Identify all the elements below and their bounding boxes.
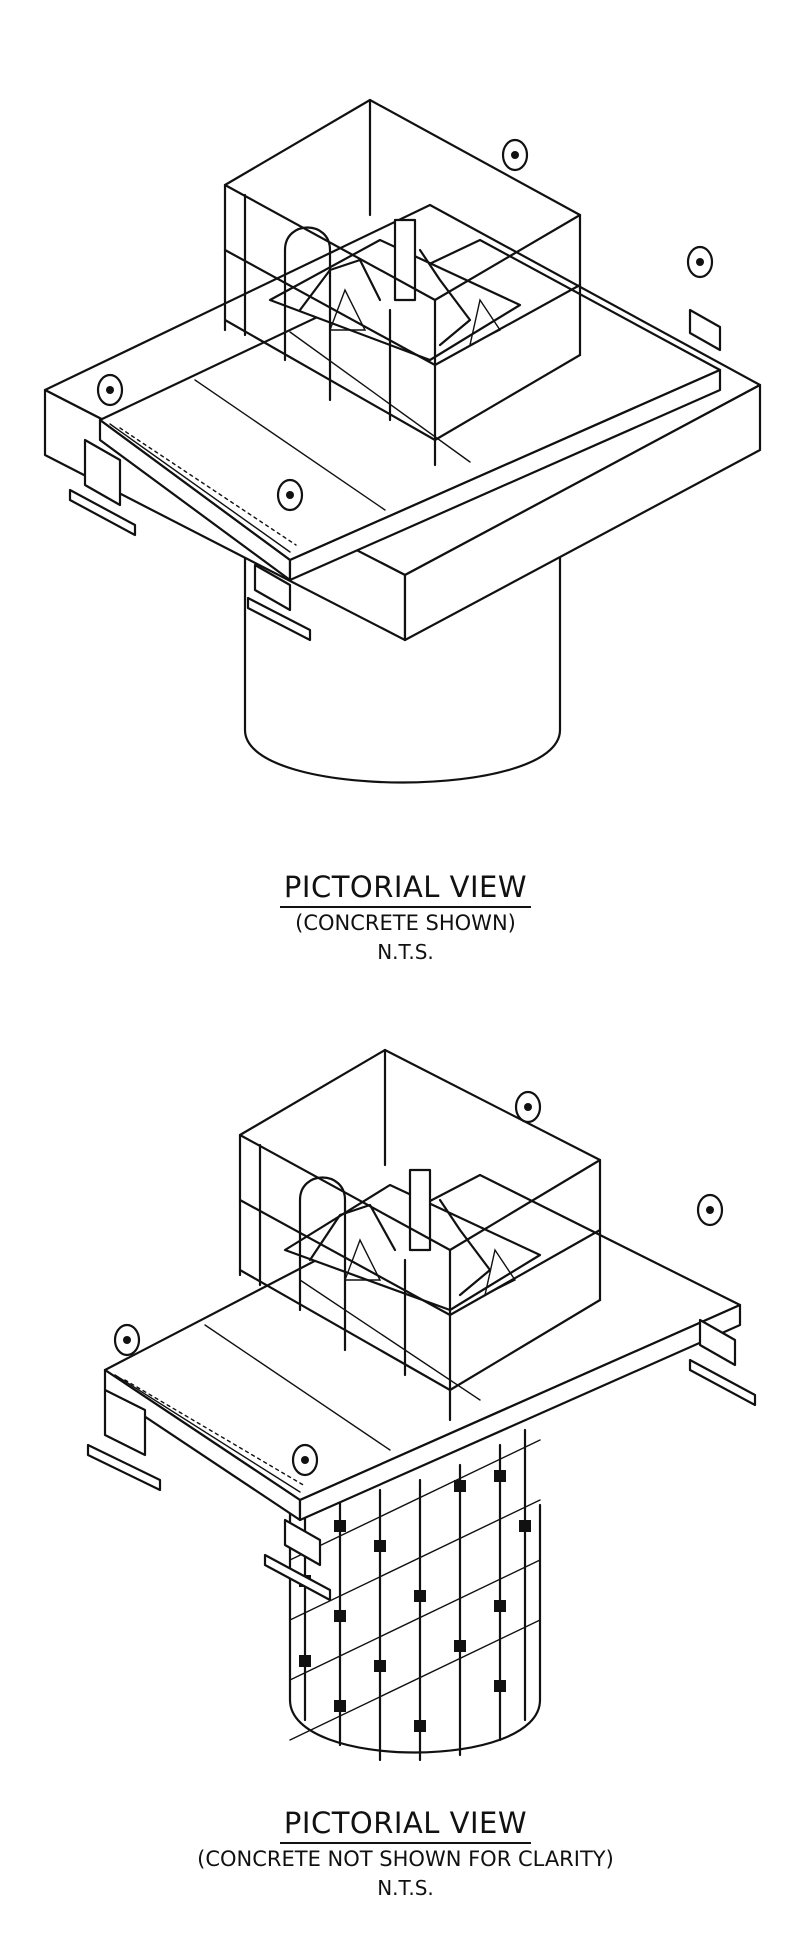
view-subtitle: (CONCRETE NOT SHOWN FOR CLARITY): [197, 1847, 614, 1871]
caption-view-2: PICTORIAL VIEW (CONCRETE NOT SHOWN FOR C…: [0, 1806, 811, 1900]
view-title: PICTORIAL VIEW: [0, 870, 811, 908]
lifting-lugs: [113, 1090, 724, 1477]
rebar-cage: [288, 1428, 542, 1762]
view-scale-note: N.T.S.: [377, 1876, 434, 1900]
support-brackets: [68, 308, 722, 642]
caption-view-1: PICTORIAL VIEW (CONCRETE SHOWN) N.T.S.: [0, 870, 811, 964]
pictorial-view-concrete-shown-drawing: [43, 98, 762, 784]
guardrail-enclosure: [223, 98, 582, 467]
steel-deck: [103, 1173, 742, 1522]
support-brackets: [86, 1318, 757, 1602]
lifting-lugs: [96, 138, 714, 512]
pictorial-view-concrete-hidden-drawing: [86, 1048, 757, 1762]
steel-deck: [98, 238, 722, 582]
view-subtitle: (CONCRETE SHOWN): [295, 911, 516, 935]
rebar-chairs: [299, 1470, 531, 1732]
view-title: PICTORIAL VIEW: [0, 1806, 811, 1844]
concrete-column: [243, 538, 562, 784]
view-scale-note: N.T.S.: [377, 940, 434, 964]
guardrail-enclosure: [238, 1048, 602, 1422]
